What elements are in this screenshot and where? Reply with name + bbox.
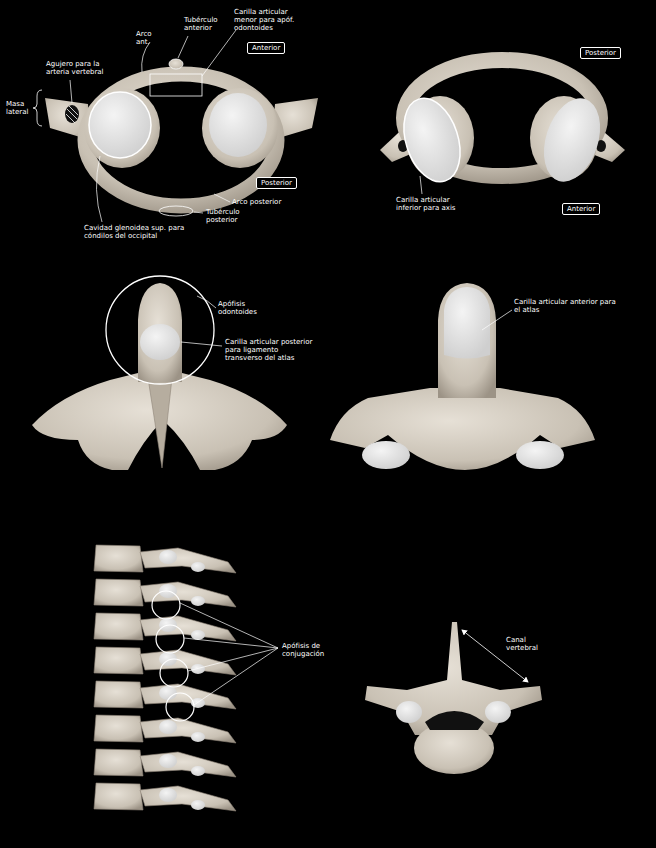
vessel-foramen-label: Agujero para la arteria vertebral [46, 60, 112, 76]
orientation-box: Posterior [580, 47, 621, 59]
part-label: Carilla articular posterior para ligamen… [225, 338, 315, 362]
part-label: Apófisis de conjugación [282, 642, 342, 658]
part-label: Apófisis odontoides [218, 300, 272, 316]
orientation-box: Anterior [247, 42, 285, 54]
orientation-box: Anterior [562, 203, 600, 215]
orientation-text: Posterior [585, 49, 616, 57]
part-label: Tubérculo posterior [206, 208, 266, 224]
orientation-text: Posterior [261, 179, 292, 187]
part-label: Canal vertebral [506, 636, 552, 652]
part-label: Arco posterior [232, 198, 292, 206]
orientation-text: Anterior [252, 44, 280, 52]
part-label: Arco ant. [136, 30, 164, 46]
part-label: Carilla articular menor para apóf. odont… [234, 8, 312, 32]
part-label: Carilla articular anterior para el atlas [514, 298, 620, 314]
orientation-text: Anterior [567, 205, 595, 213]
part-label: Tubérculo anterior [184, 16, 224, 32]
part-label: Carilla articular inferior para axis [396, 196, 476, 212]
part-label: Cavidad glenoidea sup. para cóndilos del… [84, 224, 194, 240]
orientation-box: Posterior [256, 177, 297, 189]
part-label: Masa lateral [6, 100, 34, 116]
